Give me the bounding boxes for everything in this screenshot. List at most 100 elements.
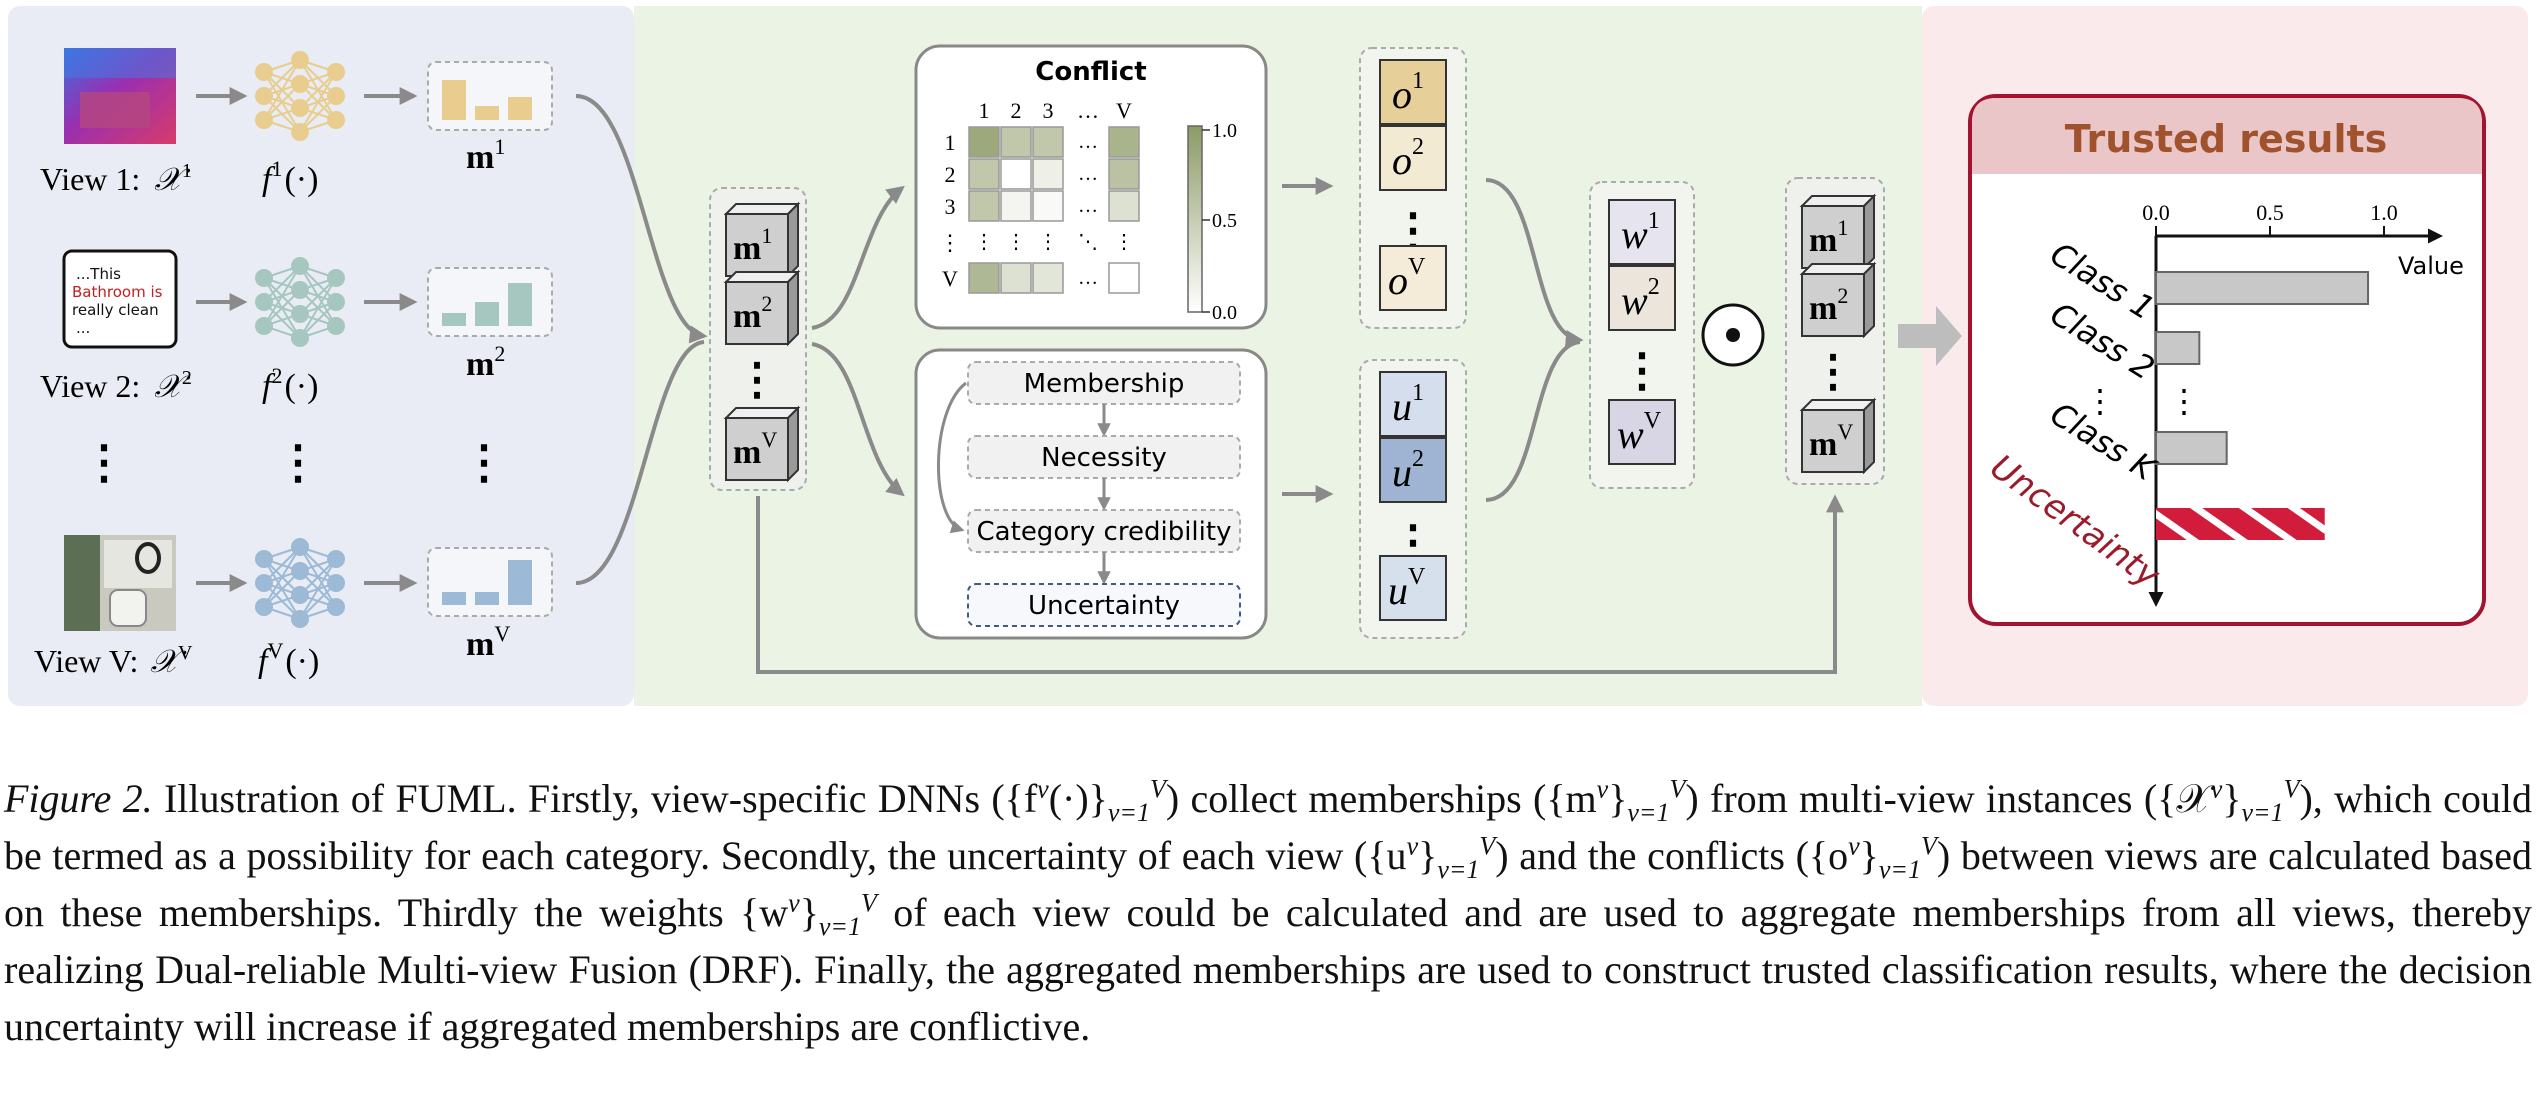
symbol-label: uV (1388, 564, 1426, 613)
net-edge (299, 71, 337, 133)
symbol-cell (1379, 59, 1447, 125)
view-v-label: View V:𝒳V (34, 642, 193, 679)
caption-text: Illustration of FUML. Firstly, view-spec… (152, 776, 992, 821)
caption-label: Figure 2. (4, 776, 153, 821)
net-node (327, 550, 345, 568)
caption-text: of each view could be calculated and are… (4, 890, 2533, 1049)
pipeline-step-label: Category credibility (977, 517, 1232, 547)
net-node (291, 257, 309, 275)
stack-ellipsis: ⋮ (1811, 347, 1855, 396)
dnn-view-1-icon (255, 51, 345, 141)
symbol-cell (1379, 125, 1447, 191)
cube-side (1863, 397, 1875, 475)
conflict-cell (1000, 158, 1032, 190)
caption-math: ({fv(·)}v=1V) (991, 774, 1180, 827)
net-node (327, 574, 345, 592)
view-v-image (64, 535, 176, 631)
x-tick-label: 0.0 (2142, 200, 2170, 225)
caption-math: ({𝒳v}v=1V) (2143, 774, 2313, 827)
symbol-cell (1379, 555, 1447, 621)
dnn-view-2-icon (255, 257, 345, 347)
membership-cube-label: m2 (1809, 283, 1848, 327)
conflict-cell (1032, 126, 1064, 158)
conflict-cell (1108, 190, 1140, 222)
cube-top (1799, 195, 1877, 207)
view-1-label: View 1:𝒳1 (40, 160, 192, 197)
matrix-ellipsis: … (1078, 195, 1098, 217)
dnn-view-v-icon (255, 538, 345, 628)
caption-math: {wv}v=1V (740, 888, 877, 941)
net-node (291, 610, 309, 628)
to-results-arrow (1898, 306, 1962, 366)
membership-cube-label: mV (1809, 419, 1853, 463)
m2-label: m2 (466, 341, 505, 383)
mv-label: mV (466, 621, 510, 663)
symbol-label: u2 (1392, 446, 1424, 495)
cube-face (1801, 205, 1865, 269)
net-node (291, 562, 309, 580)
pipeline-step-label: Membership (1024, 369, 1185, 399)
conflict-cell (968, 262, 1000, 294)
cube-top (723, 203, 801, 215)
symbol-label: wV (1617, 408, 1662, 457)
symbol-ellipsis: ⋮ (1619, 345, 1665, 396)
cube-face (725, 213, 789, 277)
caption-math: ({uv}v=1V) (1354, 831, 1509, 884)
matrix-ellipsis: … (1078, 163, 1098, 185)
pipeline-step-label: Uncertainty (1028, 591, 1180, 621)
caption-math: ({mv}v=1V) (1533, 774, 1699, 827)
conflict-cell (1000, 190, 1032, 222)
symbol-label: w2 (1621, 274, 1660, 323)
matrix-ellipsis: ⋮ (1006, 231, 1026, 253)
net-node (255, 317, 273, 335)
cube-face (725, 417, 789, 481)
net-node (327, 293, 345, 311)
class-bar (2155, 271, 2370, 305)
membership-view-1 (427, 61, 553, 131)
x-axis-label: Value (2398, 252, 2464, 280)
net-node (255, 293, 273, 311)
cube-side (1863, 261, 1875, 339)
x-tick-label: 1.0 (2370, 200, 2398, 225)
membership-view-2 (427, 267, 553, 337)
caption-text: collect memberships (1179, 776, 1533, 821)
net-edge (263, 546, 301, 608)
conflict-cell (1032, 262, 1064, 294)
net-node (291, 51, 309, 69)
net-node (327, 317, 345, 335)
net-node (291, 305, 309, 323)
cube-side (1863, 193, 1875, 271)
colorbar-tick-label: 0.5 (1212, 210, 1237, 232)
matrix-ellipsis: ⋮ (1038, 231, 1058, 253)
symbol-cell (1608, 265, 1676, 331)
net-node (291, 329, 309, 347)
caption-math: ({ov}v=1V) (1795, 831, 1951, 884)
views-ellipsis: ⋮ (81, 437, 127, 488)
matrix-ellipsis: … (1078, 267, 1098, 289)
cube-side (787, 269, 799, 347)
thumb-text-line: Bathroom is (72, 283, 163, 301)
symbol-cell (1608, 399, 1676, 465)
colorbar-tick-label: 0.0 (1212, 302, 1237, 324)
net-node (291, 538, 309, 556)
pipeline-step (967, 583, 1241, 627)
class-bar (2155, 331, 2201, 365)
m1-label: m1 (466, 134, 505, 176)
panel-fusion (634, 6, 1922, 706)
net-node (327, 269, 345, 287)
conflict-cell (968, 190, 1000, 222)
pipeline-skip-arrow (937, 381, 967, 534)
net-node (255, 269, 273, 287)
net-node (291, 586, 309, 604)
net-node (327, 63, 345, 81)
class-ellipsis: ⋮ (2084, 383, 2116, 419)
symbol-label: u1 (1392, 380, 1424, 429)
matrix-ellipsis: … (1078, 131, 1098, 153)
symbol-label: o1 (1392, 68, 1424, 117)
net-node (291, 75, 309, 93)
conflict-cell (1000, 262, 1032, 294)
net-node (291, 281, 309, 299)
symbol-cell (1379, 245, 1447, 311)
cube-side (787, 201, 799, 279)
